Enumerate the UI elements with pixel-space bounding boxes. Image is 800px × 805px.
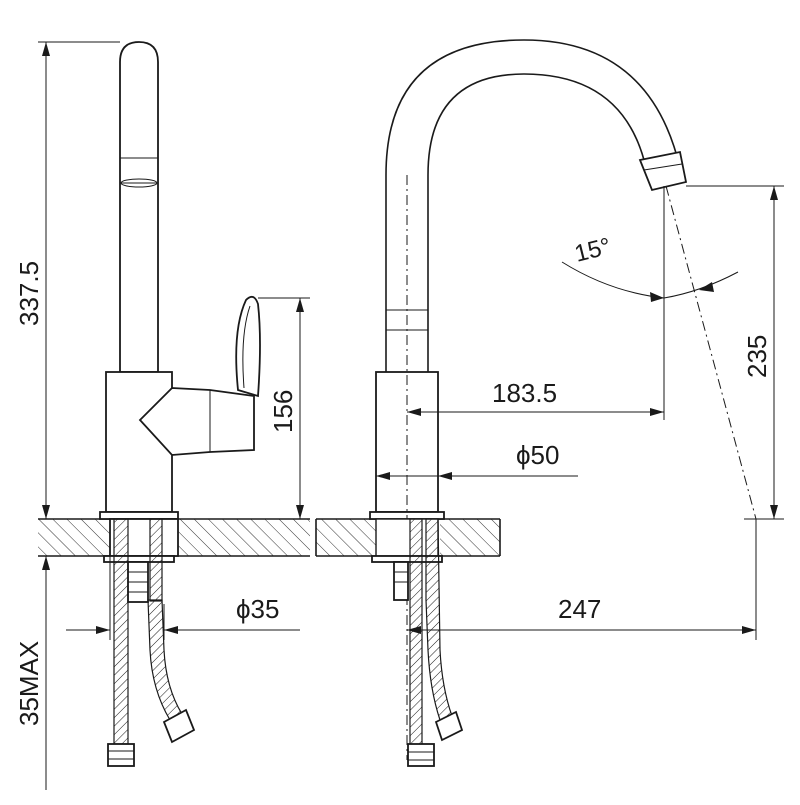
dim-base-diameter-label: ϕ50	[516, 440, 559, 470]
dim-overall-height-label: 337.5	[14, 261, 44, 326]
mounting-hardware-front	[371, 518, 464, 767]
faucet-body-side	[99, 371, 255, 520]
gooseneck-spout	[385, 39, 688, 372]
lever-handle-side	[235, 295, 261, 398]
dim-spout-angle-label: 15°	[572, 233, 614, 268]
dim-spout-reach-label: 183.5	[492, 378, 557, 408]
dim-base-diameter: ϕ50	[376, 440, 578, 480]
dim-mount-max-label: 35MAX	[14, 641, 44, 726]
dim-handle-height: 156	[254, 297, 310, 520]
dim-total-reach-label: 247	[558, 594, 601, 624]
dim-handle-height-label: 156	[268, 390, 298, 433]
dim-spout-height-label: 235	[742, 335, 772, 378]
spout-tube-side	[119, 41, 159, 373]
dim-overall-height: 337.5	[14, 41, 120, 520]
water-stream-line	[665, 185, 757, 520]
countertop-left	[38, 518, 310, 557]
dim-hole-diameter: ϕ35	[66, 556, 300, 640]
front-view: 15° 235 183.5 ϕ50	[315, 39, 784, 767]
dim-spout-angle: 15°	[561, 233, 739, 302]
side-view: 337.5 156 35MAX ϕ35	[14, 41, 310, 790]
faucet-body-front	[369, 175, 445, 760]
mounting-hardware-side	[103, 518, 196, 767]
dim-total-reach: 247	[407, 519, 757, 640]
dim-spout-reach: 183.5	[407, 378, 664, 416]
dim-mount-max: 35MAX	[14, 556, 50, 790]
dim-spout-height: 235	[686, 185, 784, 520]
dim-hole-diameter-label: ϕ35	[236, 594, 279, 624]
